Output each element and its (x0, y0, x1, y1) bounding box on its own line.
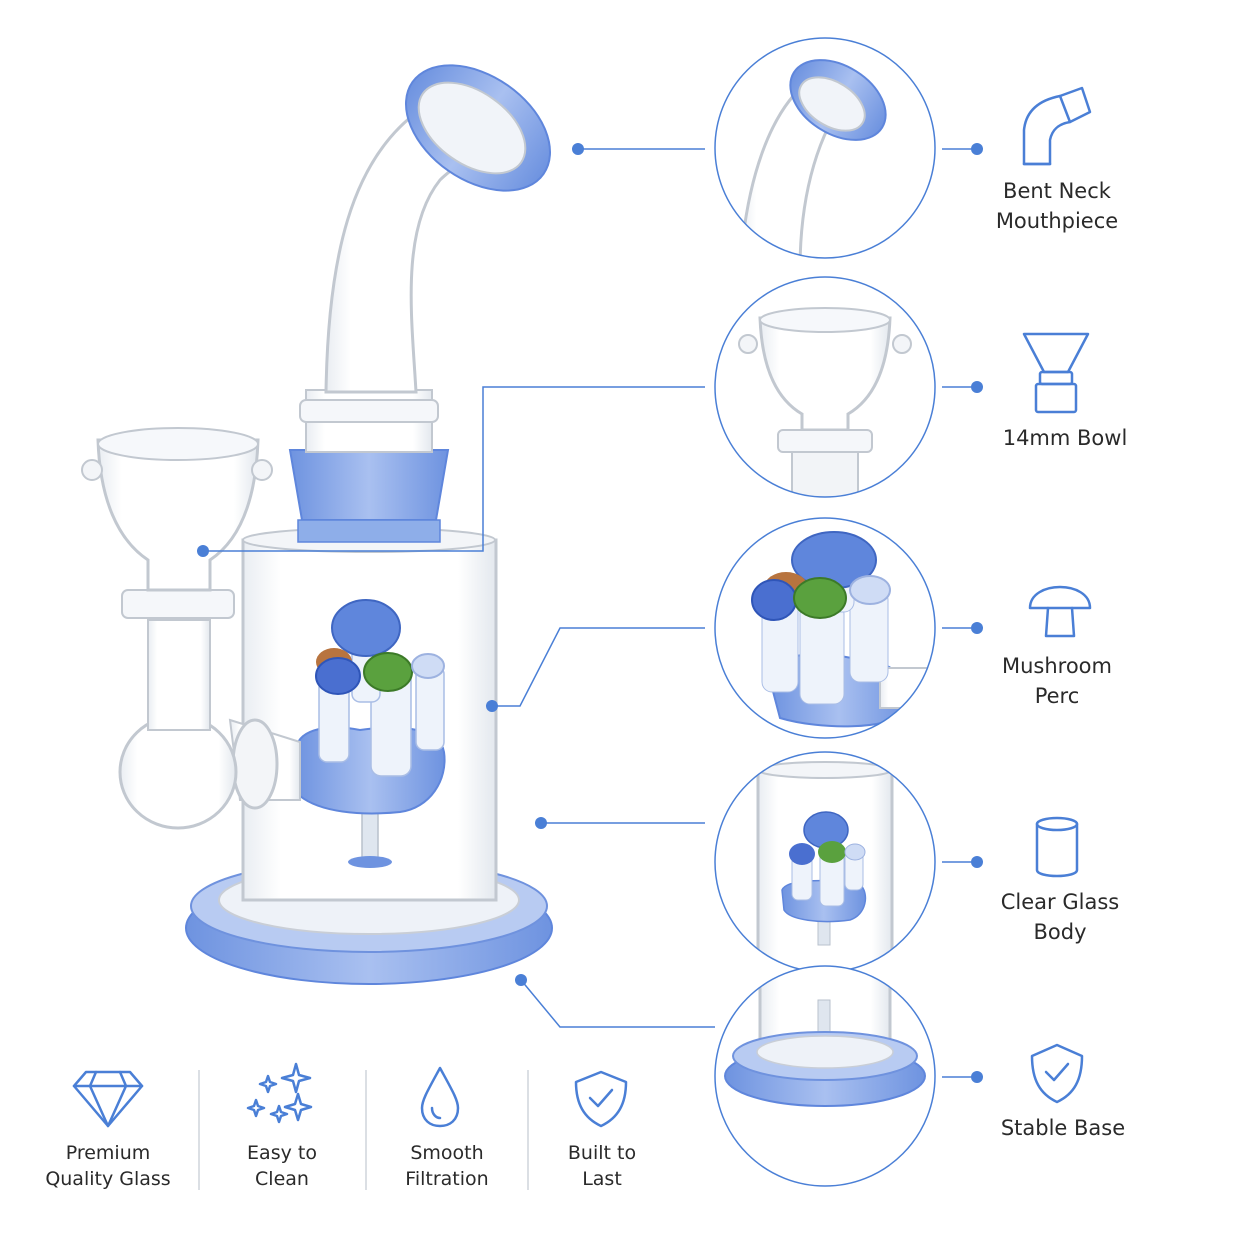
droplet-icon (420, 1066, 460, 1128)
detail-circle-perc (714, 517, 936, 739)
detail-circle-body (714, 751, 936, 973)
callout-label-mouthpiece: Bent Neck Mouthpiece (995, 179, 1119, 233)
callout-label-perc: Mushroom Perc (1001, 654, 1112, 708)
feature-label-premium: Premium Quality Glass (45, 1142, 171, 1190)
connector-dots (197, 143, 983, 1083)
callout-label-base: Stable Base (1000, 1116, 1126, 1140)
detail-circle-bowl (714, 276, 936, 498)
detail-circle-base (714, 965, 936, 1187)
bowl-icon (1022, 332, 1090, 414)
shield-check-icon (574, 1070, 628, 1128)
feature-label-clean: Easy to Clean (247, 1142, 317, 1190)
cylinder-icon (1035, 816, 1079, 878)
feature-label-durable: Built to Last (567, 1142, 637, 1190)
feature-dividers (198, 1070, 529, 1190)
main-product (81, 64, 553, 985)
diamond-icon (72, 1070, 144, 1128)
sparkles-icon (246, 1062, 313, 1124)
shield-check-icon (1030, 1043, 1084, 1104)
mushroom-icon (1028, 585, 1092, 638)
feature-label-filtration: Smooth Filtration (405, 1142, 489, 1190)
detail-circle-mouthpiece (714, 37, 936, 259)
bent-neck-icon (1022, 86, 1092, 166)
callout-label-body: Clear Glass Body (1000, 890, 1120, 944)
callout-label-bowl: 14mm Bowl (1002, 426, 1128, 450)
